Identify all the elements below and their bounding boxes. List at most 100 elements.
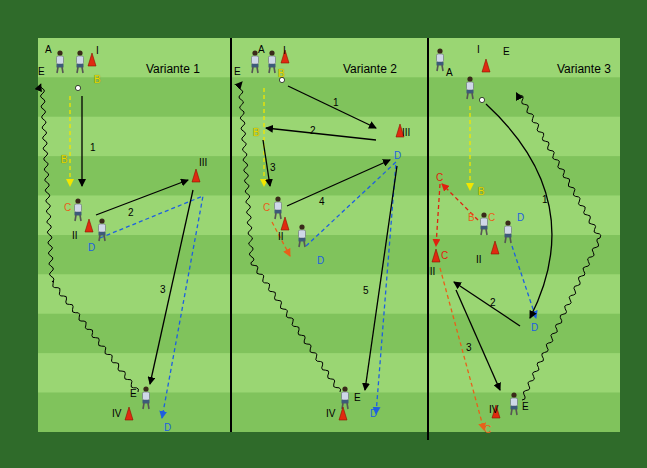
- position-label: D: [517, 213, 524, 223]
- run-path: [512, 246, 536, 318]
- player-figure: [505, 220, 512, 243]
- player-figure: [481, 212, 488, 235]
- position-label: C: [64, 203, 71, 213]
- position-label: C: [441, 251, 448, 261]
- cone: [192, 169, 200, 182]
- cone: [85, 219, 93, 232]
- pass-arrow: [287, 160, 390, 206]
- position-label: A: [45, 45, 52, 55]
- variant-title: Variante 3: [557, 63, 611, 75]
- position-label: 1: [333, 98, 339, 108]
- position-label: III: [199, 158, 207, 168]
- run-path: [469, 106, 470, 190]
- pass-arrow: [96, 180, 188, 215]
- position-label: D: [317, 256, 324, 266]
- player-figure: [511, 392, 518, 415]
- player-figure: [252, 50, 259, 73]
- pitch-stripe: [38, 235, 620, 274]
- position-label: 4: [319, 197, 325, 207]
- position-label: 5: [363, 286, 369, 296]
- position-label: III: [402, 128, 410, 138]
- pass-arrow: [150, 190, 193, 384]
- cone: [281, 217, 289, 230]
- cone: [432, 249, 440, 262]
- position-label: 2: [128, 208, 134, 218]
- position-label: E: [234, 67, 241, 77]
- position-label: A: [258, 45, 265, 55]
- position-label: D: [531, 323, 538, 333]
- position-label: I: [477, 45, 480, 55]
- variant-title: Variante 2: [343, 63, 397, 75]
- position-label: B: [478, 187, 485, 197]
- cone: [88, 53, 96, 66]
- pass-arrow: [266, 128, 376, 140]
- pass-arrow: [263, 140, 270, 186]
- position-label: I: [96, 46, 99, 56]
- pitch-stripe: [38, 314, 620, 353]
- pitch-stripe: [38, 77, 620, 116]
- pass-arrow: [365, 166, 397, 390]
- position-label: D: [370, 409, 377, 419]
- player-figure: [299, 224, 306, 247]
- position-label: IV: [489, 405, 498, 415]
- position-label: C: [488, 213, 495, 223]
- run-path: [263, 88, 264, 186]
- pass-arrow: [81, 96, 82, 186]
- player-figure: [99, 218, 106, 241]
- pitch-stripe: [38, 117, 620, 156]
- pitch-stripe: [38, 38, 620, 77]
- variant-title: Variante 1: [146, 63, 200, 75]
- player-figure: [77, 50, 84, 73]
- position-label: C: [436, 173, 443, 183]
- position-label: E: [38, 67, 45, 77]
- position-label: IV: [112, 409, 121, 419]
- position-label: 3: [270, 163, 276, 173]
- position-label: B: [61, 155, 68, 165]
- cone: [125, 407, 133, 420]
- position-label: 2: [490, 298, 496, 308]
- position-label: D: [88, 243, 95, 253]
- run-path: [100, 196, 203, 418]
- cone: [339, 407, 347, 420]
- position-label: B: [253, 128, 260, 138]
- dribble-path: [40, 84, 138, 392]
- player-figure: [75, 198, 82, 221]
- position-label: D: [394, 151, 401, 161]
- position-label: B: [94, 75, 101, 85]
- position-label: 1: [90, 143, 96, 153]
- position-label: I: [283, 46, 286, 56]
- pitch-stripe: [38, 393, 620, 432]
- player-figure: [269, 50, 276, 73]
- position-label: II: [72, 231, 78, 241]
- run-path: [440, 268, 484, 430]
- position-label: 3: [466, 343, 472, 353]
- pass-arrow: [486, 104, 552, 318]
- run-path: [306, 162, 396, 414]
- position-label: III: [427, 267, 435, 277]
- position-label: C: [484, 425, 491, 435]
- pitch: [38, 38, 620, 432]
- position-label: C: [263, 203, 270, 213]
- pass-arrow: [456, 290, 500, 390]
- position-label: D: [164, 423, 171, 433]
- cone: [482, 59, 490, 72]
- position-label: 3: [160, 285, 166, 295]
- player-figure: [467, 76, 474, 99]
- ball: [479, 97, 484, 102]
- player-figure: [57, 50, 64, 73]
- position-label: IV: [326, 409, 335, 419]
- dribble-path: [517, 93, 601, 400]
- position-label: B: [278, 69, 285, 79]
- position-label: A: [446, 68, 453, 78]
- run-path: [436, 184, 440, 246]
- position-label: 2: [310, 126, 316, 136]
- position-label: II: [476, 255, 482, 265]
- position-label: E: [503, 47, 510, 57]
- pass-arrow: [288, 86, 376, 128]
- run-path: [69, 96, 70, 186]
- position-label: E: [522, 402, 529, 412]
- pass-arrow: [454, 282, 520, 326]
- player-figure: [143, 386, 150, 409]
